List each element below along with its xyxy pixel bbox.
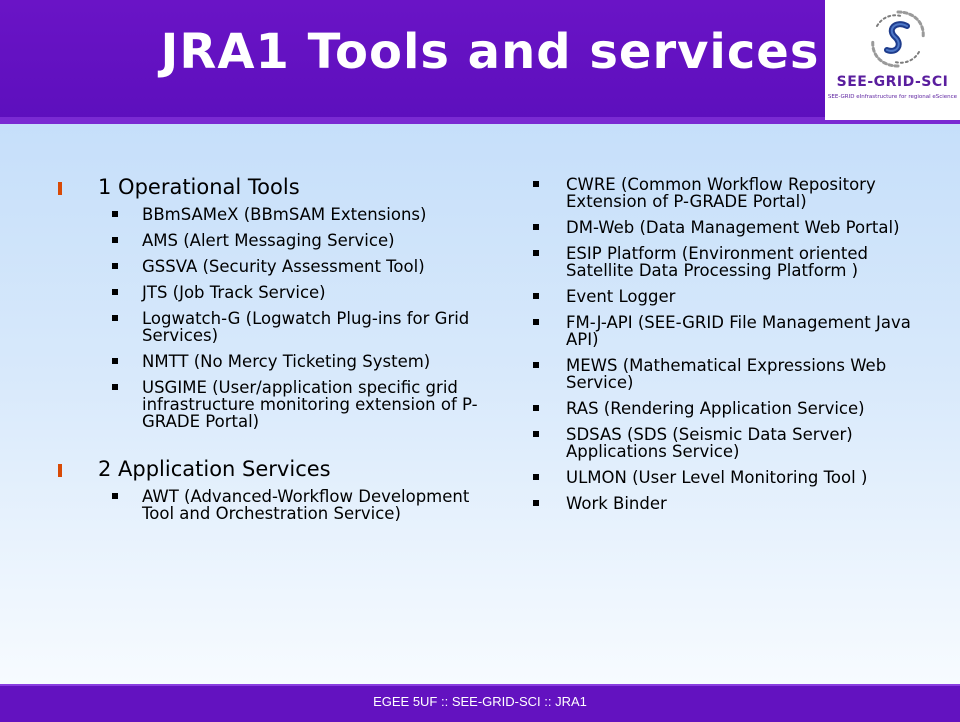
square-bullet-icon bbox=[533, 431, 539, 437]
list-item-text: CWRE (Common Workflow Repository Extensi… bbox=[566, 175, 876, 211]
logo-swirl-icon bbox=[871, 10, 925, 68]
list-item: Event Logger bbox=[533, 288, 933, 305]
square-bullet-icon bbox=[112, 263, 118, 269]
list-item-text: BBmSAMeX (BBmSAM Extensions) bbox=[142, 205, 427, 224]
left-column: 1 Operational Tools BBmSAMeX (BBmSAM Ext… bbox=[58, 174, 488, 548]
logo-subtitle: SEE-GRID eInfrastructure for regional eS… bbox=[827, 94, 958, 100]
logo-name: SEE-GRID-SCI bbox=[836, 74, 949, 90]
square-bullet-icon bbox=[112, 384, 118, 390]
section-heading: 1 Operational Tools bbox=[58, 174, 488, 200]
list-item-text: DM-Web (Data Management Web Portal) bbox=[566, 218, 900, 237]
square-bullet-icon bbox=[112, 493, 118, 499]
application-services-list: AWT (Advanced-Workflow Development Tool … bbox=[58, 488, 488, 522]
square-bullet-icon bbox=[533, 293, 539, 299]
list-item: AMS (Alert Messaging Service) bbox=[112, 232, 488, 249]
list-item-text: SDSAS (SDS (Seismic Data Server) Applica… bbox=[566, 425, 853, 461]
list-item: FM-J-API (SEE-GRID File Management Java … bbox=[533, 314, 933, 348]
list-item-text: Event Logger bbox=[566, 287, 676, 306]
list-item: RAS (Rendering Application Service) bbox=[533, 400, 933, 417]
square-bullet-icon bbox=[112, 211, 118, 217]
square-bullet-icon bbox=[112, 289, 118, 295]
square-bullet-icon bbox=[533, 181, 539, 187]
list-item-text: RAS (Rendering Application Service) bbox=[566, 399, 865, 418]
list-item: Logwatch-G (Logwatch Plug-ins for Grid S… bbox=[112, 310, 488, 344]
list-item: ESIP Platform (Environment oriented Sate… bbox=[533, 245, 933, 279]
list-item-text: FM-J-API (SEE-GRID File Management Java … bbox=[566, 313, 911, 349]
logo: SEE-GRID-SCI SEE-GRID eInfrastructure fo… bbox=[825, 0, 960, 120]
list-item-text: MEWS (Mathematical Expressions Web Servi… bbox=[566, 356, 887, 392]
list-item: GSSVA (Security Assessment Tool) bbox=[112, 258, 488, 275]
square-bullet-icon bbox=[533, 474, 539, 480]
footer-text: EGEE 5UF :: SEE-GRID-SCI :: JRA1 bbox=[373, 694, 587, 709]
section-operational-tools: 1 Operational Tools BBmSAMeX (BBmSAM Ext… bbox=[58, 174, 488, 430]
list-item-text: GSSVA (Security Assessment Tool) bbox=[142, 257, 425, 276]
square-bullet-icon bbox=[112, 315, 118, 321]
title-bar bbox=[0, 0, 960, 120]
list-item: Work Binder bbox=[533, 495, 933, 512]
section-bullet-icon bbox=[58, 182, 62, 195]
footer-bar bbox=[0, 684, 960, 722]
slide-body bbox=[0, 124, 960, 684]
section-application-services: 2 Application Services AWT (Advanced-Wor… bbox=[58, 456, 488, 522]
section-heading-text: 1 Operational Tools bbox=[98, 175, 300, 199]
list-item: CWRE (Common Workflow Repository Extensi… bbox=[533, 176, 933, 210]
square-bullet-icon bbox=[533, 250, 539, 256]
section-heading: 2 Application Services bbox=[58, 456, 488, 482]
list-item-text: NMTT (No Mercy Ticketing System) bbox=[142, 352, 431, 371]
title-bar-rule bbox=[0, 117, 960, 124]
list-item: ULMON (User Level Monitoring Tool ) bbox=[533, 469, 933, 486]
list-item-text: ULMON (User Level Monitoring Tool ) bbox=[566, 468, 868, 487]
slide-title: JRA1 Tools and services bbox=[160, 24, 820, 80]
square-bullet-icon bbox=[533, 362, 539, 368]
list-item-text: ESIP Platform (Environment oriented Sate… bbox=[566, 244, 868, 280]
list-item-text: USGIME (User/application specific grid i… bbox=[142, 378, 478, 431]
list-item: DM-Web (Data Management Web Portal) bbox=[533, 219, 933, 236]
list-item-text: Logwatch-G (Logwatch Plug-ins for Grid S… bbox=[142, 309, 470, 345]
services-list: CWRE (Common Workflow Repository Extensi… bbox=[533, 176, 933, 512]
list-item: USGIME (User/application specific grid i… bbox=[112, 379, 488, 430]
list-item: MEWS (Mathematical Expressions Web Servi… bbox=[533, 357, 933, 391]
operational-tools-list: BBmSAMeX (BBmSAM Extensions) AMS (Alert … bbox=[58, 206, 488, 430]
square-bullet-icon bbox=[533, 405, 539, 411]
square-bullet-icon bbox=[533, 500, 539, 506]
list-item-text: JTS (Job Track Service) bbox=[142, 283, 326, 302]
list-item-text: AWT (Advanced-Workflow Development Tool … bbox=[142, 487, 470, 523]
list-item: NMTT (No Mercy Ticketing System) bbox=[112, 353, 488, 370]
list-item: JTS (Job Track Service) bbox=[112, 284, 488, 301]
section-heading-text: 2 Application Services bbox=[98, 457, 331, 481]
square-bullet-icon bbox=[533, 319, 539, 325]
list-item-text: Work Binder bbox=[566, 494, 667, 513]
square-bullet-icon bbox=[533, 224, 539, 230]
list-item: SDSAS (SDS (Seismic Data Server) Applica… bbox=[533, 426, 933, 460]
list-item: AWT (Advanced-Workflow Development Tool … bbox=[112, 488, 488, 522]
right-column: CWRE (Common Workflow Repository Extensi… bbox=[533, 176, 933, 521]
list-item: BBmSAMeX (BBmSAM Extensions) bbox=[112, 206, 488, 223]
section-bullet-icon bbox=[58, 464, 62, 477]
square-bullet-icon bbox=[112, 237, 118, 243]
list-item-text: AMS (Alert Messaging Service) bbox=[142, 231, 395, 250]
square-bullet-icon bbox=[112, 358, 118, 364]
